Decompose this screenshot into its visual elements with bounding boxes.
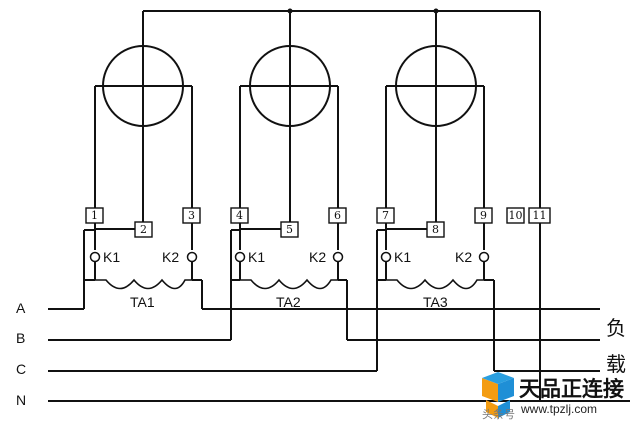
ct-winding: [95, 278, 192, 290]
watermark-brand: 天品正连接: [519, 377, 624, 401]
terminal-box: [506, 207, 525, 224]
k2-terminal: [332, 251, 344, 263]
k1-terminal: [380, 251, 392, 263]
k1-label: K1: [248, 249, 265, 265]
k2-terminal: [186, 251, 198, 263]
ct-label: TA3: [423, 294, 448, 310]
terminal-number: 2: [140, 223, 147, 236]
terminal-number: 7: [382, 209, 389, 222]
k2-terminal: [478, 251, 490, 263]
terminal-box: [280, 221, 299, 238]
line-label: C: [16, 361, 26, 377]
k2-label: K2: [309, 249, 326, 265]
terminal-number: 9: [480, 209, 487, 222]
line-label: A: [16, 300, 26, 316]
terminal-box: [474, 207, 493, 224]
terminal-box: [376, 207, 395, 224]
line-c: C: [16, 229, 600, 377]
k1-label: K1: [394, 249, 411, 265]
terminal-box: [230, 207, 249, 224]
terminal-box: [528, 207, 551, 224]
line-label: N: [16, 392, 26, 408]
neutral-terminals: 10 11: [506, 11, 551, 401]
k2-label: K2: [162, 249, 179, 265]
line-a: A: [16, 279, 600, 316]
meter-1: 1 2 3 K1 K2 TA1: [85, 11, 201, 310]
ct-label: TA1: [130, 294, 155, 310]
terminal-number: 11: [533, 209, 547, 222]
terminal-number: 3: [188, 209, 195, 222]
terminal-number: 6: [334, 209, 341, 222]
meter-3: 7 8 9 K1 K2 TA3: [376, 11, 493, 310]
line-b: B: [16, 279, 600, 346]
load-label: 负: [606, 316, 626, 340]
terminal-number: 10: [509, 209, 523, 222]
line-label: B: [16, 330, 25, 346]
terminal-number: 8: [432, 223, 439, 236]
ct-winding: [240, 278, 338, 290]
ct-label: TA2: [276, 294, 301, 310]
terminal-number: 1: [91, 209, 98, 222]
meter-2: 4 5 6 K1 K2 TA2: [230, 11, 347, 310]
terminal-box: [182, 207, 201, 224]
k2-label: K2: [455, 249, 472, 265]
watermark-prefix: 头条号: [482, 407, 515, 421]
brand-logo-icon: [482, 372, 514, 418]
k1-terminal: [234, 251, 246, 263]
watermark-url: www.tpzlj.com: [520, 402, 597, 416]
line-n: N: [16, 392, 630, 408]
watermark: 天品正连接 头条号 www.tpzlj.com: [482, 372, 624, 421]
k1-terminal: [89, 251, 101, 263]
k1-label: K1: [103, 249, 120, 265]
ct-winding: [386, 278, 484, 290]
terminal-box: [328, 207, 347, 224]
terminal-box: [426, 221, 445, 238]
load-label: 载: [606, 352, 626, 376]
terminal-number: 4: [236, 209, 243, 222]
terminal-box: [134, 221, 153, 238]
terminal-number: 5: [286, 223, 293, 236]
terminal-box: [85, 207, 104, 224]
